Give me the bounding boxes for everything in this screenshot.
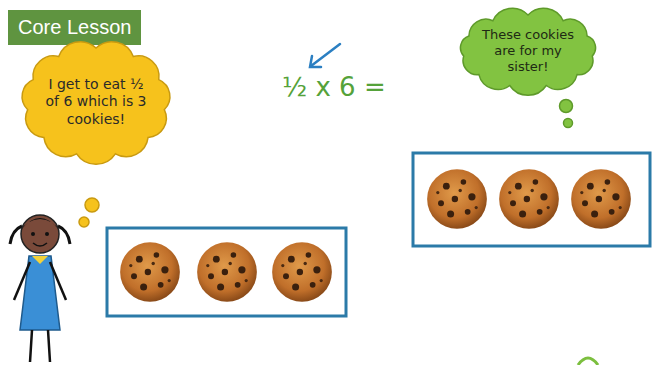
lesson-banner: Core Lesson [8,10,141,45]
thought-text: I get to eat ½ of 6 which is 3 cookies! [42,76,150,129]
thought-cloud: These cookies are for my sister! [450,3,606,99]
thought-dots [560,100,573,128]
cloud-shape [460,8,595,95]
cloud-shape [22,42,170,164]
decoration [578,358,598,365]
cookie-box [107,228,346,316]
cookie-box [413,153,650,246]
pointer-arrow [310,44,340,67]
equation-label: ½ x 6 = [282,72,386,102]
girl-figure [10,215,70,362]
lesson-title: Core Lesson [18,15,131,40]
thought-text: These cookies are for my sister! [478,27,578,76]
thought-cloud: I get to eat ½ of 6 which is 3 cookies! [14,36,178,168]
thought-dots [79,198,99,227]
